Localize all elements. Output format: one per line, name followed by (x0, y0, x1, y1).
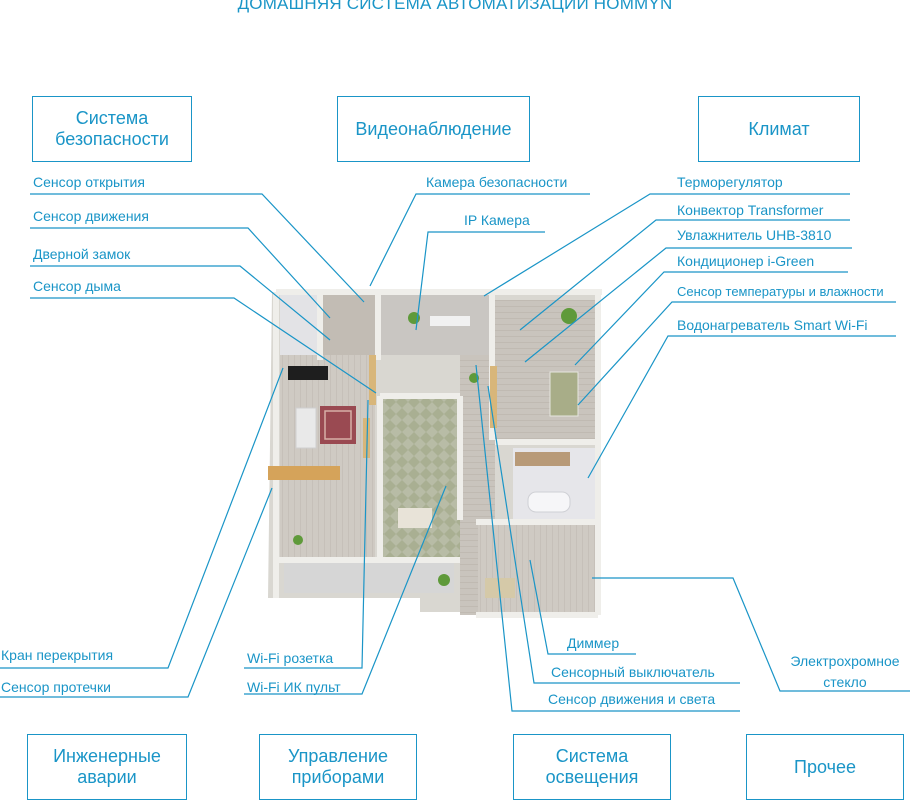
label-security-camera: Камера безопасности (426, 174, 568, 190)
category-video: Видеонаблюдение (337, 96, 530, 162)
category-climate: Климат (698, 96, 860, 162)
label-thermostat: Терморегулятор (677, 174, 783, 190)
category-emergency: Инженерные аварии (27, 734, 187, 800)
category-appliances: Управление приборами (259, 734, 417, 800)
label-wifi-ir-remote: Wi-Fi ИК пульт (247, 679, 341, 695)
living-room (280, 355, 375, 560)
page-title: ДОМАШНЯЯ СИСТЕМА АВТОМАТИЗАЦИИ HOMMYN (237, 0, 673, 13)
label-convector: Конвектор Transformer (677, 202, 824, 218)
label-air-conditioner: Кондиционер i-Green (677, 253, 815, 269)
label-leak-sensor: Сенсор протечки (1, 679, 111, 695)
bed (549, 371, 579, 417)
bed-bottom (485, 578, 515, 598)
category-other: Прочее (746, 734, 904, 800)
label-water-heater: Водонагреватель Smart Wi-Fi (677, 317, 868, 333)
label-electrochromic-glass: Электрохромное стекло (790, 653, 900, 690)
category-lighting: Система освещения (513, 734, 671, 800)
category-security: Система безопасности (32, 96, 192, 162)
desk (430, 316, 470, 326)
dining-table (398, 508, 432, 528)
wardrobe (515, 452, 570, 466)
label-smoke-sensor: Сенсор дыма (33, 278, 121, 294)
label-ip-camera: IP Камера (464, 212, 530, 228)
rug (320, 406, 356, 444)
label-humidifier: Увлажнитель UHB-3810 (677, 227, 832, 243)
hallway (320, 295, 375, 355)
bathtub (527, 491, 571, 513)
counter (268, 466, 340, 480)
piano (288, 366, 328, 380)
leader-lines (0, 193, 910, 712)
plant (438, 574, 450, 586)
plant (293, 535, 303, 545)
balcony (284, 563, 454, 593)
label-dimmer: Диммер (567, 635, 620, 651)
label-shutoff-valve: Кран перекрытия (1, 647, 114, 663)
label-temp-humidity-sensor: Сенсор температуры и влажности (677, 284, 884, 299)
label-door-sensor: Сенсор открытия (33, 174, 145, 190)
kitchen (382, 398, 460, 560)
label-door-lock: Дверной замок (33, 246, 131, 262)
label-touch-switch: Сенсорный выключатель (551, 664, 715, 680)
apartment-shell (268, 289, 602, 618)
bedroom (495, 300, 595, 440)
bedroom-bottom (478, 525, 596, 613)
plant (561, 308, 577, 324)
label-motion-light-sensor: Сенсор движения и света (548, 691, 716, 707)
label-wifi-socket: Wi-Fi розетка (247, 650, 334, 666)
label-motion-sensor: Сенсор движения (33, 208, 149, 224)
